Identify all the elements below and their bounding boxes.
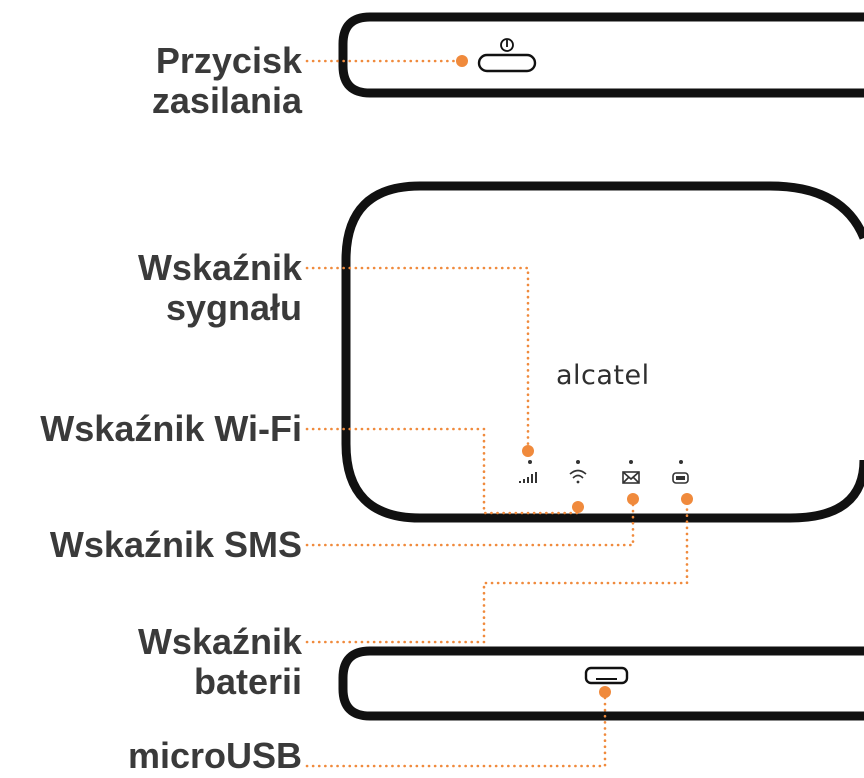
label-signal-indicator: Wskaźnik sygnału: [137, 247, 302, 328]
power-button: [477, 38, 537, 73]
label-power-button: Przycisk zasilania: [151, 40, 302, 121]
micro-usb-port-icon: [584, 666, 629, 685]
wifi-icon: [569, 469, 587, 484]
label-wifi-indicator: Wskaźnik Wi-Fi: [40, 408, 302, 449]
leader-line-wifi: [305, 427, 580, 515]
battery-icon: [672, 472, 689, 484]
marker-sms: [627, 493, 639, 505]
indicator-dots: [528, 460, 683, 464]
envelope-icon: [622, 471, 640, 484]
device-top-view: [338, 12, 864, 98]
marker-signal: [522, 445, 534, 457]
device-front-view: [341, 181, 864, 523]
label-microusb: microUSB: [127, 735, 302, 776]
power-icon: [500, 38, 514, 52]
leader-line-sms: [305, 497, 635, 547]
label-battery-indicator: Wskaźnik baterii: [137, 621, 302, 702]
marker-wifi: [572, 501, 584, 513]
brand-logo: alcatel: [556, 360, 650, 391]
leader-line-signal: [305, 266, 530, 453]
marker-power: [456, 55, 468, 67]
device-bottom-view: [338, 646, 864, 721]
marker-microusb: [599, 686, 611, 698]
marker-battery: [681, 493, 693, 505]
signal-bars-icon: [519, 472, 537, 483]
leader-line-microusb: [305, 690, 607, 768]
label-sms-indicator: Wskaźnik SMS: [49, 524, 302, 565]
